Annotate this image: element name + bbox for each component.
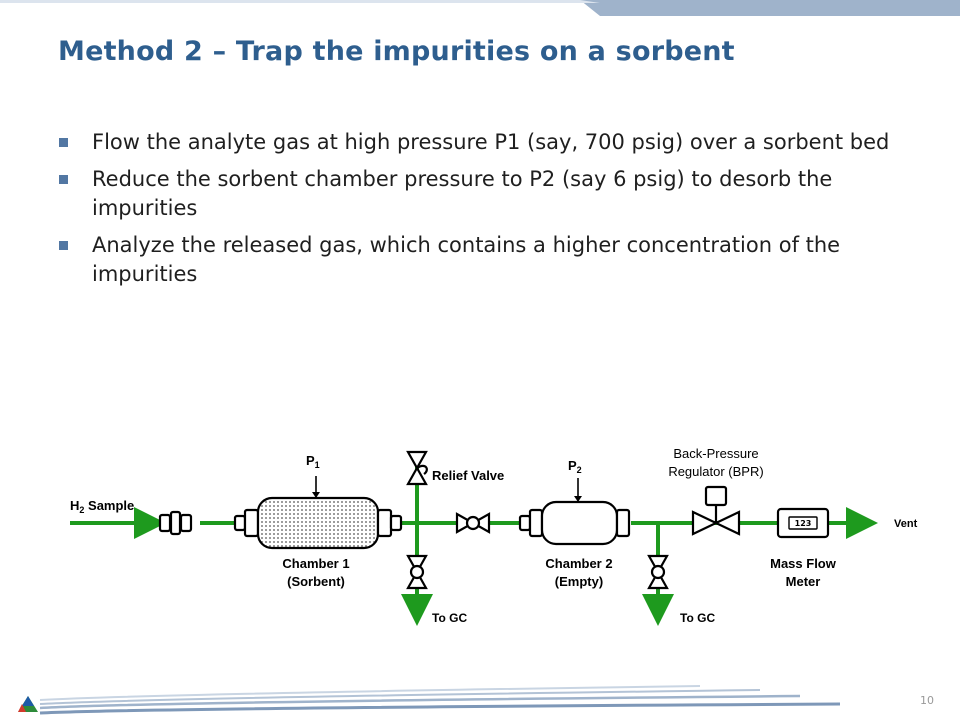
bullet-text: Analyze the released gas, which contains… — [92, 233, 841, 286]
meter-display: 123 — [795, 519, 812, 528]
header-accent-bar — [0, 0, 960, 16]
footer-decoration — [0, 685, 960, 720]
chamber2-label-line1: Chamber 2 — [545, 556, 612, 571]
chamber-1 — [233, 476, 403, 550]
bullet-item: Analyze the released gas, which contains… — [58, 231, 938, 289]
page-number: 10 — [920, 694, 934, 707]
back-pressure-regulator-icon — [691, 485, 741, 536]
inlet-label: H2 Sample — [70, 498, 134, 515]
shutoff-valve-icon — [406, 554, 428, 590]
vent-label: Vent — [894, 518, 918, 530]
bullet-square-icon — [59, 241, 68, 250]
mfm-label-line1: Mass Flow — [770, 556, 837, 571]
logo-icon — [18, 696, 38, 712]
inlet-fitting — [158, 510, 193, 536]
bullet-square-icon — [59, 138, 68, 147]
chamber1-label-line2: (Sorbent) — [287, 574, 345, 589]
p2-label: P2 — [568, 458, 582, 475]
bpr-label-line2: Regulator (BPR) — [668, 464, 763, 479]
gas-pipes — [70, 460, 878, 626]
to-gc-label-1: To GC — [432, 611, 467, 625]
process-flow-diagram: 123 H2 Sample P1 P2 Relief Valve Chamber… — [70, 446, 918, 626]
bullet-square-icon — [59, 175, 68, 184]
inline-valve-icon — [455, 512, 491, 534]
relief-valve-label: Relief Valve — [432, 468, 504, 483]
slide-title: Method 2 – Trap the impurities on a sorb… — [58, 36, 735, 67]
to-gc-label-2: To GC — [680, 611, 715, 625]
p1-label: P1 — [306, 453, 320, 470]
chamber-2 — [518, 478, 631, 546]
bullet-item: Flow the analyte gas at high pressure P1… — [58, 128, 938, 157]
bullet-list: Flow the analyte gas at high pressure P1… — [58, 128, 938, 297]
bpr-label-line1: Back-Pressure — [673, 446, 758, 461]
bullet-text: Flow the analyte gas at high pressure P1… — [92, 130, 890, 154]
chamber1-label-line1: Chamber 1 — [282, 556, 349, 571]
relief-valve-icon — [406, 450, 428, 486]
bullet-item: Reduce the sorbent chamber pressure to P… — [58, 165, 938, 223]
chamber2-label-line2: (Empty) — [555, 574, 603, 589]
mfm-label-line2: Meter — [786, 574, 821, 589]
shutoff-valve-icon — [647, 554, 669, 590]
mass-flow-meter-icon — [776, 507, 830, 539]
bullet-text: Reduce the sorbent chamber pressure to P… — [92, 167, 833, 220]
